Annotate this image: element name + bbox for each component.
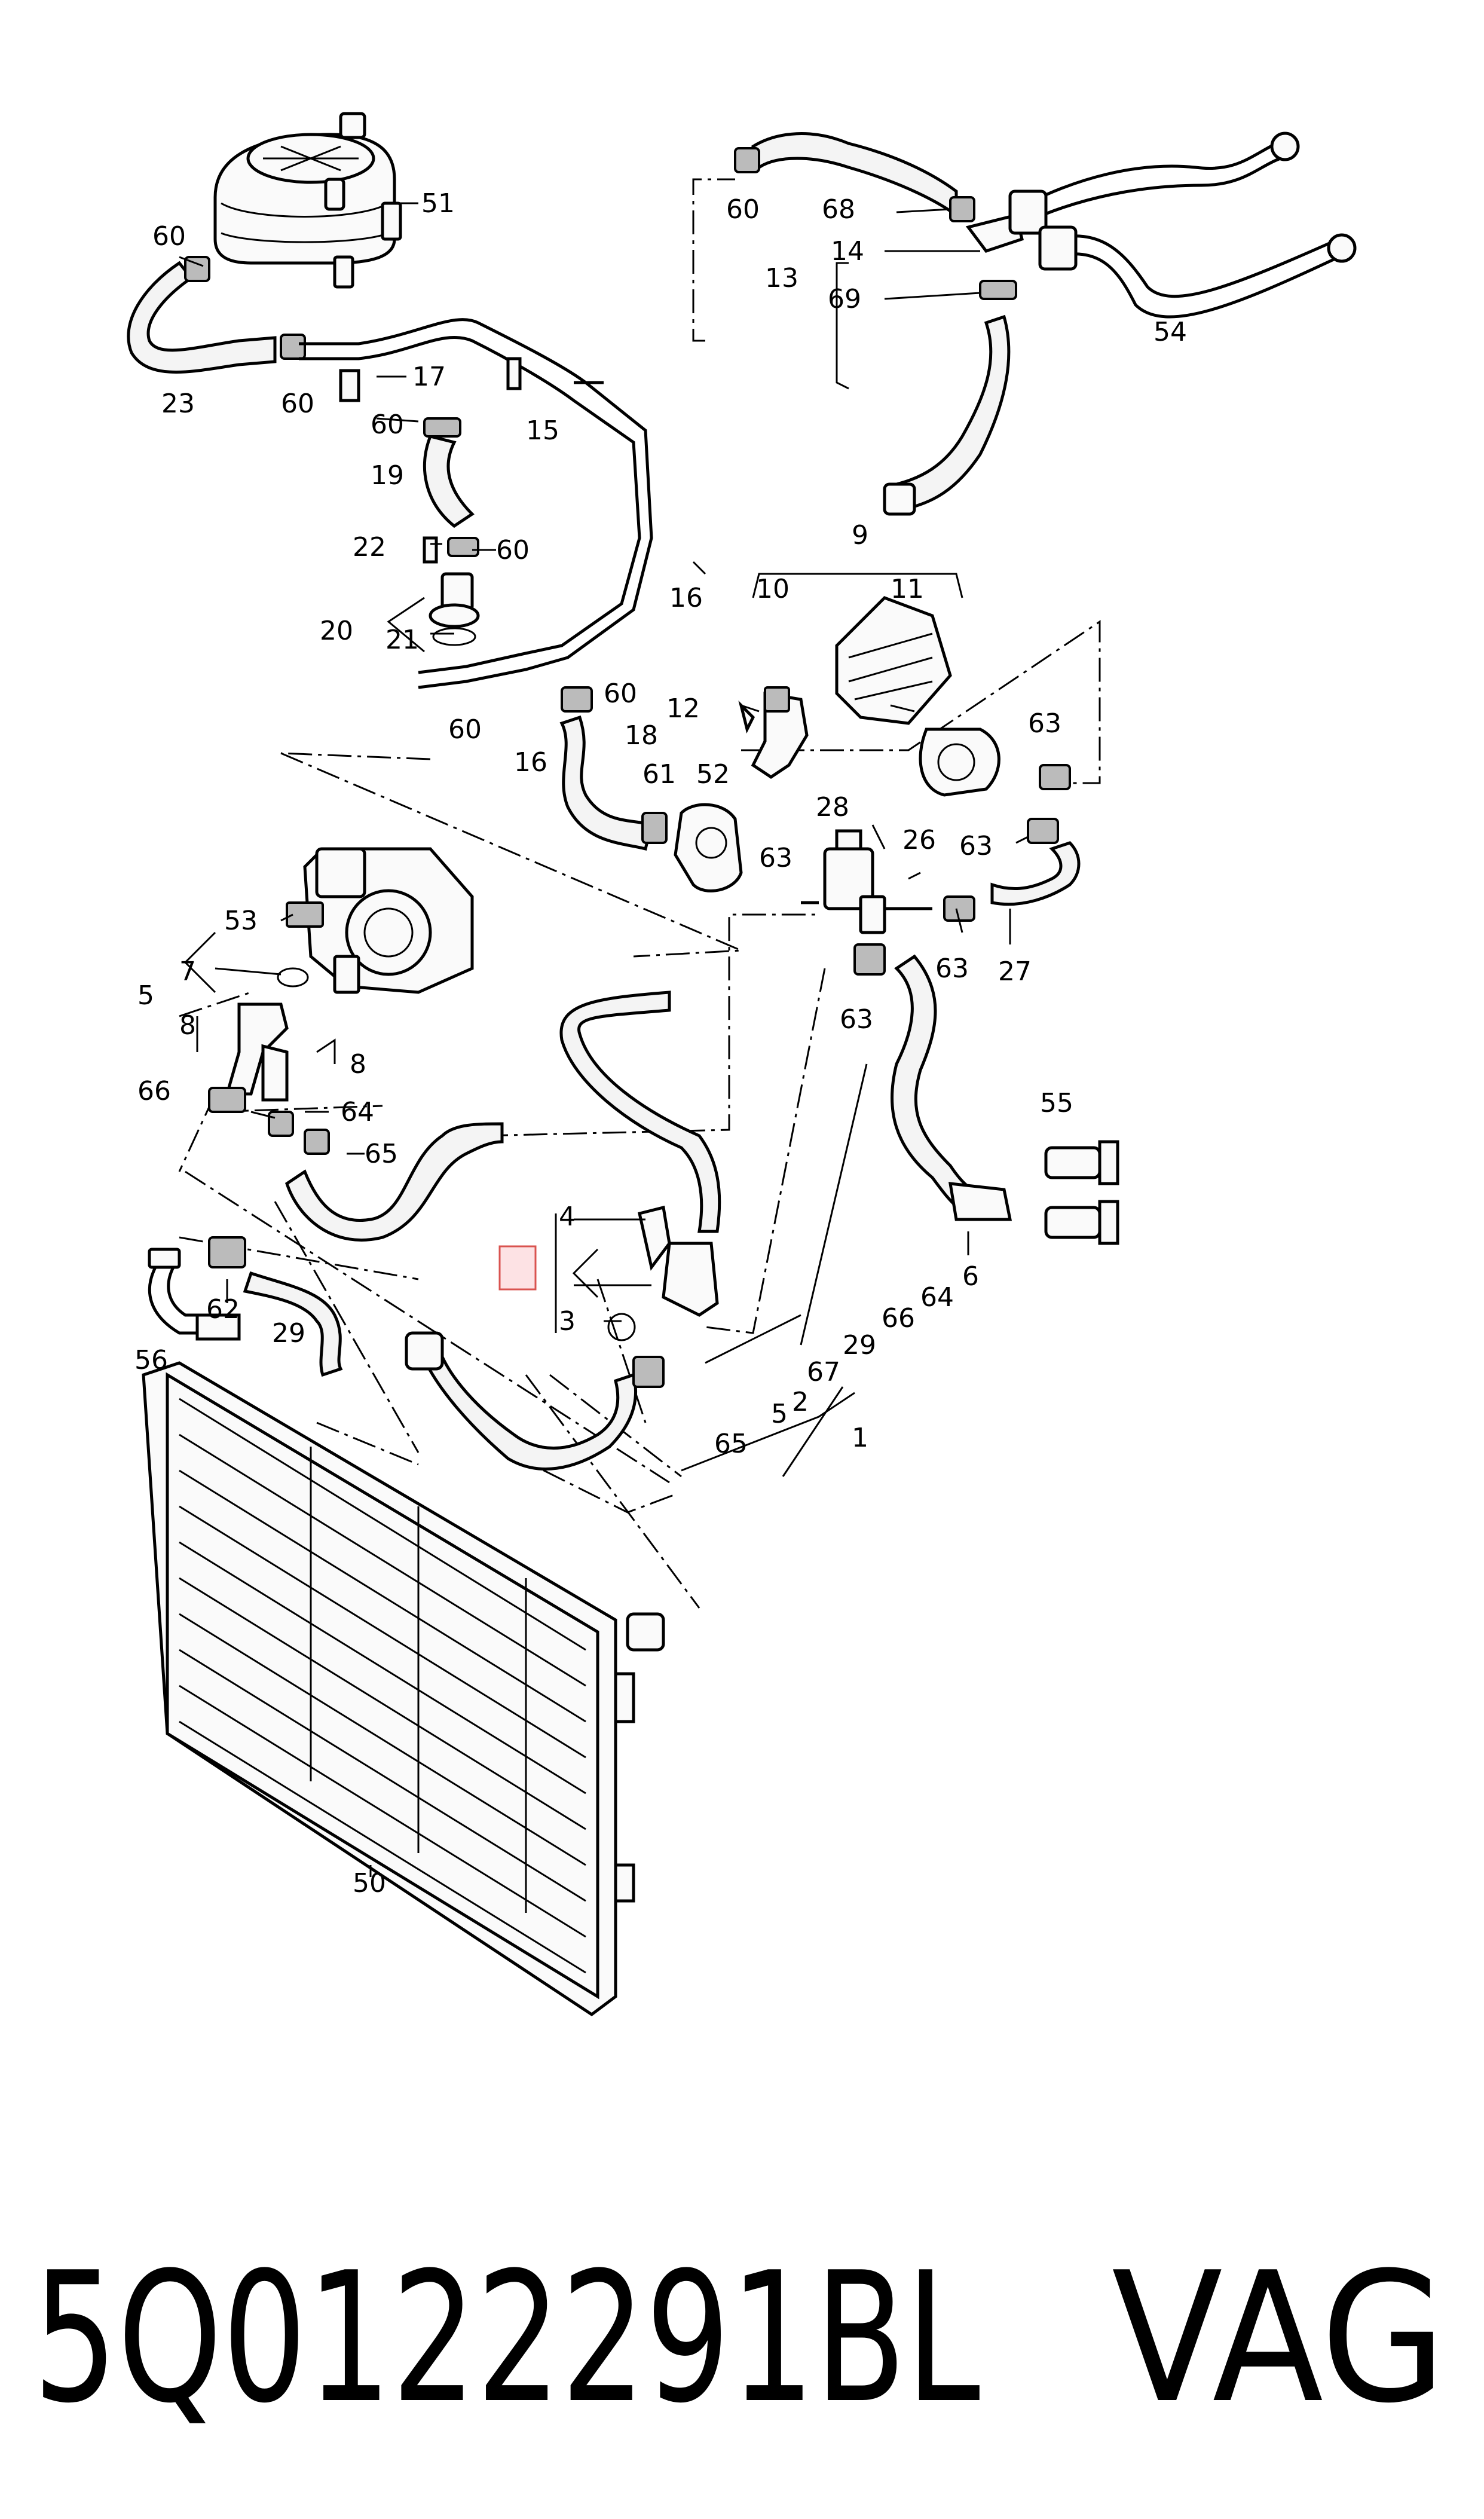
callout-22: 22 xyxy=(353,532,386,563)
callout-61: 61 xyxy=(642,759,676,790)
callout-63: 63 xyxy=(840,1004,873,1035)
highlight-box xyxy=(498,1245,537,1291)
callout-18: 18 xyxy=(625,720,658,751)
callout-8: 8 xyxy=(179,1010,196,1041)
callout-51: 51 xyxy=(421,188,455,219)
callout-28: 28 xyxy=(816,792,849,823)
callout-29: 29 xyxy=(843,1330,876,1361)
callout-52: 52 xyxy=(696,759,730,790)
callout-66: 66 xyxy=(882,1303,915,1334)
callout-16: 16 xyxy=(514,747,547,778)
callout-9: 9 xyxy=(852,520,868,551)
pipe-15 xyxy=(299,318,653,689)
hose-18 xyxy=(559,686,743,892)
callout-5: 5 xyxy=(137,980,154,1011)
callout-29: 29 xyxy=(272,1318,305,1349)
callout-63: 63 xyxy=(759,843,793,873)
callout-12: 12 xyxy=(666,693,700,724)
callout-2: 2 xyxy=(792,1387,809,1417)
brand-name: VAG xyxy=(1112,2234,1446,2442)
callout-16: 16 xyxy=(669,583,703,613)
callout-65: 65 xyxy=(714,1429,748,1459)
callout-13: 13 xyxy=(765,263,798,294)
valve-28 xyxy=(801,829,932,934)
callout-67: 67 xyxy=(807,1357,840,1387)
callout-55: 55 xyxy=(1040,1088,1073,1118)
callout-53: 53 xyxy=(224,906,258,936)
thermostat-housing-53 xyxy=(286,847,474,994)
connector-55 xyxy=(1044,1140,1119,1245)
callout-60: 60 xyxy=(496,535,530,565)
pipe-56 xyxy=(148,1248,241,1341)
callout-14: 14 xyxy=(831,236,864,267)
callout-54: 54 xyxy=(1153,317,1187,347)
callout-69: 69 xyxy=(828,284,861,314)
callout-23: 23 xyxy=(161,389,195,419)
callout-20: 20 xyxy=(320,616,353,646)
part-number: 5Q0122291BL xyxy=(33,2234,981,2442)
callout-5: 5 xyxy=(771,1399,788,1429)
hose-29-left xyxy=(208,1236,343,1377)
callout-1: 1 xyxy=(852,1423,868,1453)
pipes-7-8 xyxy=(208,967,336,1155)
callout-11: 11 xyxy=(891,574,924,604)
pipe-54 xyxy=(1008,132,1357,319)
callout-63: 63 xyxy=(959,831,993,861)
callout-15: 15 xyxy=(526,415,559,446)
callout-10: 10 xyxy=(756,574,790,604)
callout-27: 27 xyxy=(998,956,1032,987)
bracket-4 xyxy=(638,1205,671,1271)
callout-60: 60 xyxy=(448,714,482,745)
leader-lines xyxy=(179,202,1029,1877)
callout-60: 60 xyxy=(371,409,404,440)
callout-8: 8 xyxy=(350,1049,366,1080)
callout-26: 26 xyxy=(902,825,936,855)
group-brackets xyxy=(183,262,963,1472)
callout-21: 21 xyxy=(385,625,419,655)
callout-50: 50 xyxy=(353,1868,386,1899)
callout-63: 63 xyxy=(935,953,969,984)
dashed-leaders xyxy=(178,178,1101,1609)
callout-60: 60 xyxy=(726,194,760,225)
hose-13 xyxy=(734,132,1024,516)
callout-19: 19 xyxy=(371,460,404,491)
flange-20 xyxy=(423,536,480,646)
callout-6: 6 xyxy=(962,1261,979,1292)
hose-right-long xyxy=(853,943,1012,1221)
callout-66: 66 xyxy=(137,1076,171,1106)
callout-3: 3 xyxy=(559,1306,576,1337)
pump-assembly-9 xyxy=(738,596,1000,797)
callout-60: 60 xyxy=(152,221,186,252)
hose-23 xyxy=(127,256,306,374)
callout-65: 65 xyxy=(365,1139,398,1169)
hose-19 xyxy=(423,417,479,557)
hose-middle-large xyxy=(285,991,721,1471)
expansion-tank xyxy=(213,112,402,289)
callout-60: 60 xyxy=(604,678,637,709)
callout-7: 7 xyxy=(179,956,196,987)
callout-64: 64 xyxy=(341,1097,374,1127)
radiator-50 xyxy=(142,1361,665,2017)
callout-4: 4 xyxy=(559,1202,576,1232)
callout-62: 62 xyxy=(206,1294,240,1325)
callout-63: 63 xyxy=(1028,708,1061,739)
callout-60: 60 xyxy=(281,389,314,419)
callout-56: 56 xyxy=(134,1345,168,1375)
callout-68: 68 xyxy=(822,194,855,225)
callout-17: 17 xyxy=(412,362,446,392)
hose-27 xyxy=(943,764,1081,922)
callout-64: 64 xyxy=(920,1282,954,1313)
